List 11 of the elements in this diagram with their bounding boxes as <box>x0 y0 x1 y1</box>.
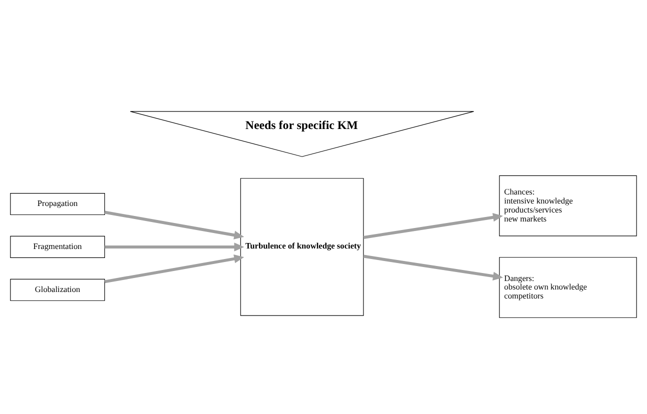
node-box: Dangers: obsolete own knowledge competitors <box>499 257 637 318</box>
node-box: Propagation <box>10 192 105 216</box>
node-box: Globalization <box>10 278 105 301</box>
arrow <box>104 254 244 284</box>
arrow <box>363 213 503 239</box>
node-box: Chances: intensive knowledge products/services new markets <box>499 175 637 236</box>
arrow <box>104 210 244 240</box>
arrow <box>363 254 503 280</box>
node-box: Fragmentation <box>10 236 105 258</box>
arrow <box>104 242 244 252</box>
node-box: Turbulence of knowledge society <box>240 178 364 316</box>
